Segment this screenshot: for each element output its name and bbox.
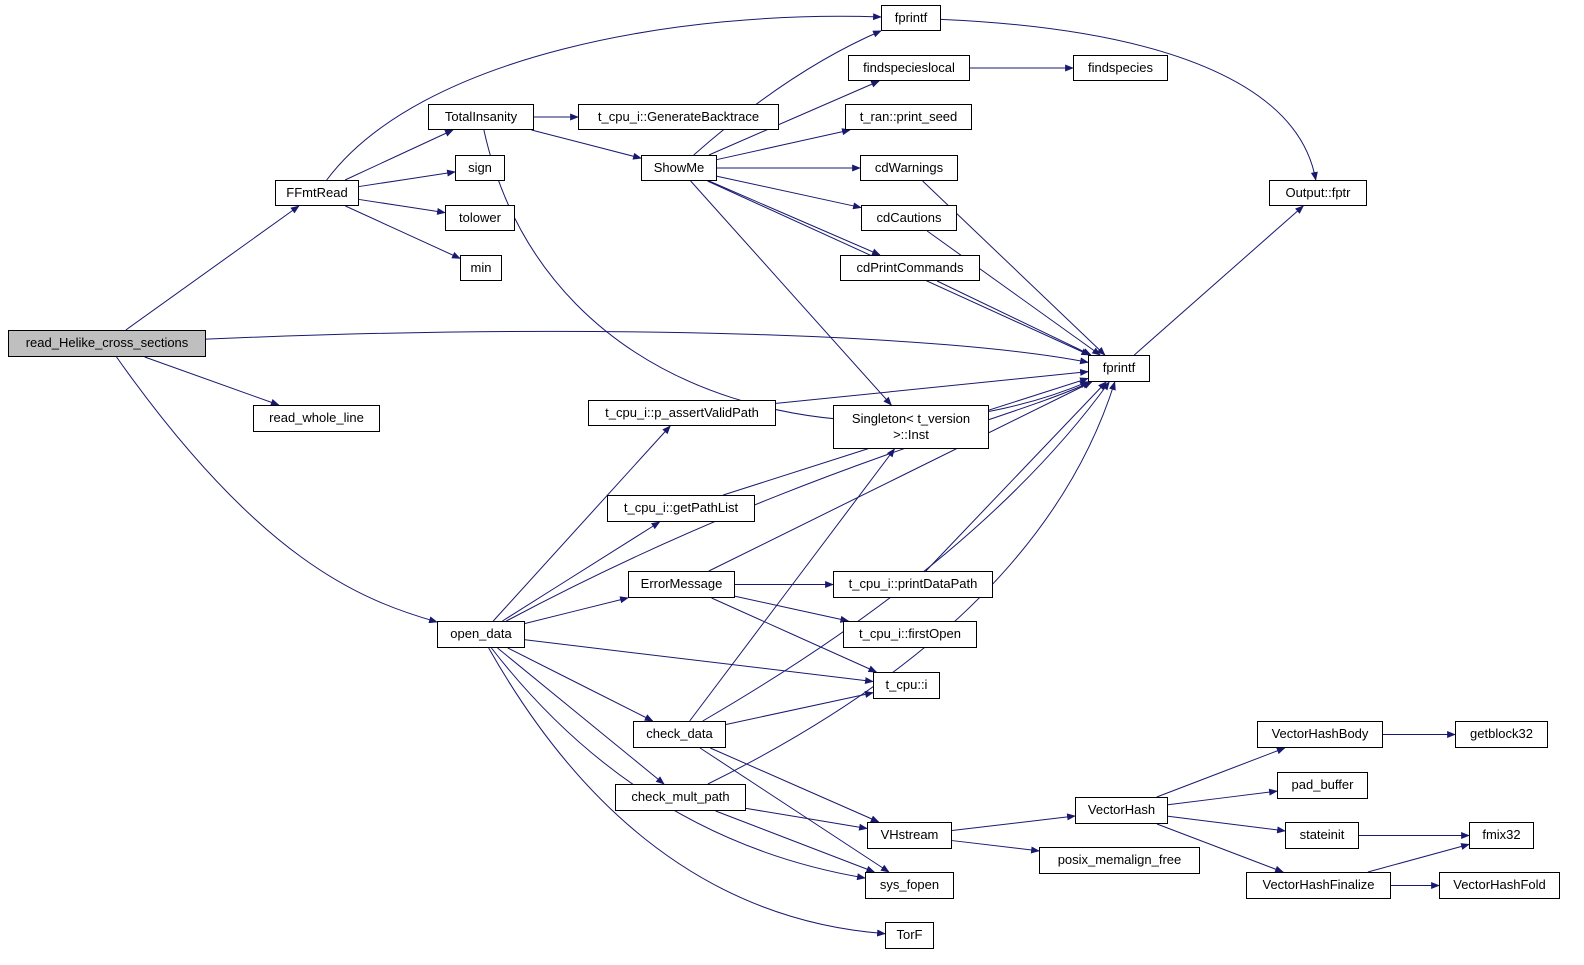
edge-check_mult_path-to-vhstream	[745, 807, 868, 831]
node-vectorhashbody[interactable]: VectorHashBody	[1257, 721, 1383, 748]
node-firstopen[interactable]: t_cpu_i::firstOpen	[843, 621, 977, 648]
edge-errormessage-to-fprintf_main	[708, 381, 1093, 572]
edge-cdwarnings-to-fprintf_main	[922, 180, 1106, 356]
node-stateinit[interactable]: stateinit	[1285, 822, 1359, 849]
node-t_cpu_i[interactable]: t_cpu::i	[873, 672, 940, 699]
edge-ffmtread-to-sign	[358, 169, 456, 188]
node-check_mult_path[interactable]: check_mult_path	[615, 784, 746, 811]
edge-open_data-to-check_data	[507, 647, 654, 722]
edge-showme-to-fprintf_top	[693, 30, 882, 156]
node-findspecieslocal[interactable]: findspecieslocal	[848, 55, 970, 81]
edge-check_data-to-singleton_inst	[689, 448, 895, 722]
edge-vectorhash-to-vectorhashbody	[1156, 747, 1286, 798]
edge-showme-to-print_seed	[716, 128, 851, 161]
node-vectorhashfold[interactable]: VectorHashFold	[1439, 872, 1560, 899]
edge-showme-to-cdcautions	[716, 175, 862, 210]
edge-totalinsanity-to-fprintf_main	[483, 129, 1089, 422]
node-vectorhashfinalize[interactable]: VectorHashFinalize	[1246, 872, 1391, 899]
edge-rhcs-to-ffmtread	[125, 205, 300, 331]
node-printdatapath[interactable]: t_cpu_i::printDataPath	[833, 571, 993, 598]
edge-vectorhashfinalize-to-fmix32	[1367, 843, 1470, 873]
edge-fprintf_top-to-output_fptr	[940, 18, 1318, 181]
node-tolower[interactable]: tolower	[445, 205, 515, 231]
edge-vhstream-to-posix_memalign_free	[951, 840, 1040, 854]
edge-open_data-to-fprintf_main	[506, 381, 1092, 622]
edge-ffmtread-to-min	[345, 205, 461, 259]
node-posix_memalign_free[interactable]: posix_memalign_free	[1039, 847, 1200, 874]
edge-check_data-to-fprintf_main	[702, 381, 1110, 722]
edge-open_data-to-check_mult_path	[497, 647, 665, 785]
node-singleton_inst[interactable]: Singleton< t_version >::Inst	[833, 405, 989, 449]
edge-printdatapath-to-fprintf_main	[925, 381, 1107, 572]
node-check_data[interactable]: check_data	[633, 721, 726, 748]
node-fprintf_main[interactable]: fprintf	[1088, 355, 1150, 382]
edge-check_mult_path-to-sys_fopen	[715, 810, 876, 873]
edge-rhcs-to-fprintf_main	[205, 330, 1089, 365]
node-ffmtread[interactable]: FFmtRead	[275, 180, 359, 206]
edge-open_data-to-sys_fopen	[491, 647, 866, 881]
node-getblock32[interactable]: getblock32	[1455, 721, 1548, 748]
node-fprintf_top[interactable]: fprintf	[881, 5, 941, 31]
node-vectorhash[interactable]: VectorHash	[1075, 797, 1168, 824]
node-cdwarnings[interactable]: cdWarnings	[860, 155, 958, 181]
edge-vectorhash-to-stateinit	[1167, 815, 1286, 834]
edge-check_data-to-t_cpu_i	[725, 690, 874, 725]
edge-open_data-to-p_assertvalidpath	[492, 425, 671, 622]
edge-rhcs-to-open_data	[116, 356, 438, 624]
edge-vectorhash-to-pad_buffer	[1167, 788, 1278, 806]
edge-check_data-to-sys_fopen	[699, 747, 890, 873]
node-cdcautions[interactable]: cdCautions	[861, 205, 957, 231]
edge-totalinsanity-to-showme	[531, 129, 642, 160]
edge-ffmtread-to-tolower	[358, 198, 446, 215]
edge-vectorhash-to-vectorhashfinalize	[1156, 823, 1284, 873]
edge-ffmtread-to-totalinsanity	[344, 129, 454, 181]
node-showme[interactable]: ShowMe	[641, 155, 717, 181]
edge-vhstream-to-vectorhash	[951, 813, 1076, 831]
edge-open_data-to-errormessage	[524, 596, 629, 625]
node-cdprintcommands[interactable]: cdPrintCommands	[840, 255, 980, 281]
node-print_seed[interactable]: t_ran::print_seed	[845, 104, 972, 130]
node-findspecies[interactable]: findspecies	[1073, 55, 1168, 81]
node-getpathlist[interactable]: t_cpu_i::getPathList	[607, 495, 755, 522]
edge-errormessage-to-firstopen	[734, 595, 850, 623]
edge-p_assertvalidpath-to-fprintf_main	[775, 368, 1089, 404]
node-fmix32[interactable]: fmix32	[1469, 822, 1534, 849]
edge-showme-to-findspecieslocal	[708, 80, 880, 156]
node-open_data[interactable]: open_data	[437, 621, 525, 648]
node-torf[interactable]: TorF	[885, 922, 934, 949]
node-errormessage[interactable]: ErrorMessage	[628, 571, 735, 598]
node-rhcs: read_Helike_cross_sections	[8, 330, 206, 357]
edge-check_data-to-vhstream	[710, 747, 880, 823]
edge-showme-to-cdprintcommands	[708, 180, 881, 256]
edge-rhcs-to-read_whole_line	[144, 356, 280, 406]
edge-open_data-to-t_cpu_i	[524, 639, 874, 685]
edge-fprintf_main-to-output_fptr	[1133, 205, 1304, 356]
edge-cdcautions-to-fprintf_main	[926, 230, 1101, 356]
node-read_whole_line[interactable]: read_whole_line	[253, 405, 380, 432]
edge-ffmtread-to-fprintf_top	[326, 13, 882, 181]
node-sys_fopen[interactable]: sys_fopen	[865, 872, 954, 899]
node-min[interactable]: min	[460, 255, 502, 281]
edge-showme-to-singleton_inst	[690, 180, 892, 406]
node-genbacktrace[interactable]: t_cpu_i::GenerateBacktrace	[578, 104, 779, 130]
node-output_fptr[interactable]: Output::fptr	[1269, 180, 1367, 206]
edge-open_data-to-torf	[488, 647, 886, 937]
edge-cdprintcommands-to-fprintf_main	[936, 280, 1092, 356]
node-sign[interactable]: sign	[455, 155, 505, 181]
edge-errormessage-to-t_cpu_i	[711, 597, 878, 673]
edge-open_data-to-getpathlist	[502, 521, 661, 622]
node-totalinsanity[interactable]: TotalInsanity	[428, 104, 534, 130]
node-pad_buffer[interactable]: pad_buffer	[1277, 772, 1368, 799]
node-p_assertvalidpath[interactable]: t_cpu_i::p_assertValidPath	[588, 400, 776, 426]
edge-check_mult_path-to-fprintf_main	[707, 381, 1116, 785]
node-vhstream[interactable]: VHstream	[867, 822, 952, 849]
